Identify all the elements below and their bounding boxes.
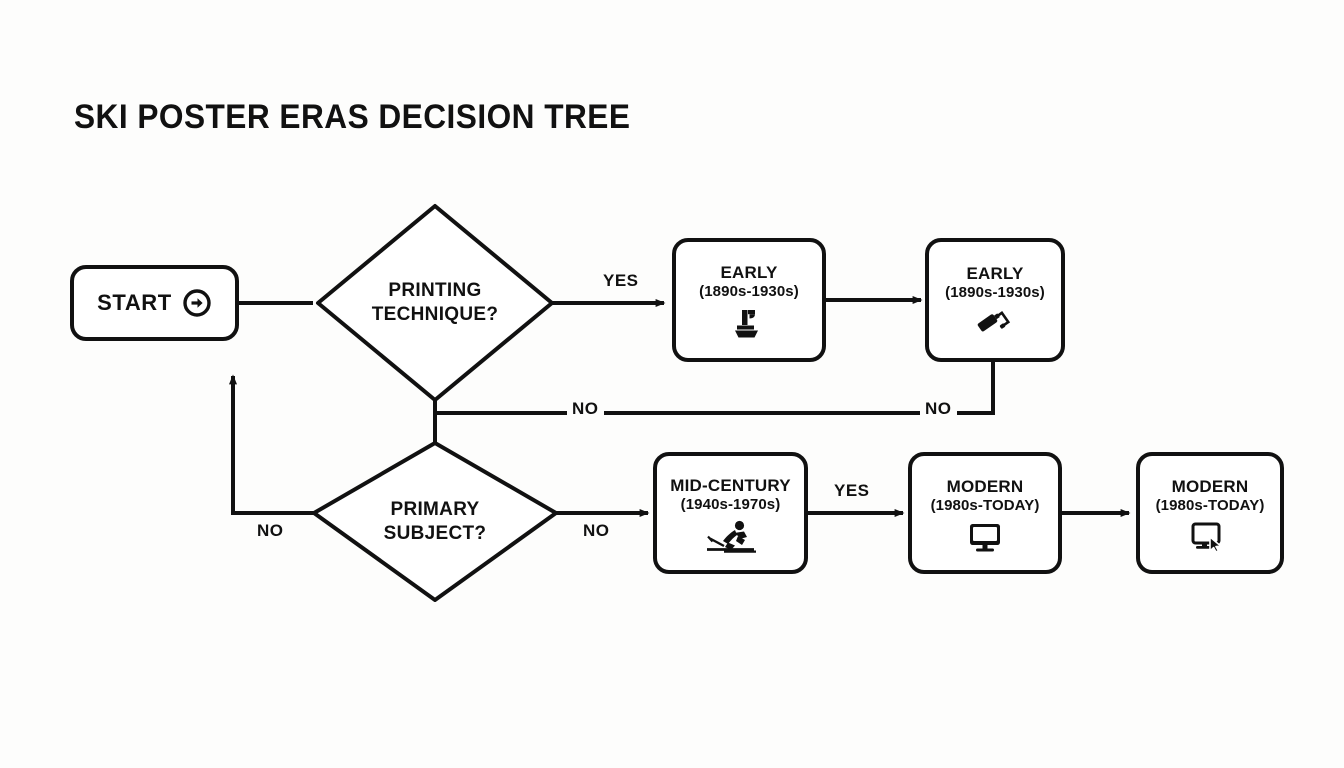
node-early-roller-subtitle: (1890s-1930s) bbox=[945, 283, 1045, 301]
node-mid-century-title: MID-CENTURY bbox=[670, 475, 791, 495]
node-modern-cursor-title: MODERN bbox=[1171, 476, 1249, 496]
printing-press-icon bbox=[731, 307, 767, 341]
node-modern-monitor-subtitle: (1980s-TODAY) bbox=[930, 496, 1040, 514]
decision-primary-subject[interactable]: PRIMARY SUBJECT? bbox=[314, 443, 556, 600]
start-label: START bbox=[97, 290, 172, 315]
node-modern-monitor-title: MODERN bbox=[946, 476, 1024, 496]
node-modern-cursor-subtitle: (1980s-TODAY) bbox=[1155, 496, 1265, 514]
edge-label-early-no: NO bbox=[920, 399, 957, 419]
node-mid-century-subtitle: (1940s-1970s) bbox=[680, 495, 781, 513]
node-early-roller-title: EARLY bbox=[966, 263, 1024, 283]
node-early-press-subtitle: (1890s-1930s) bbox=[699, 282, 799, 300]
node-modern-cursor[interactable]: MODERN (1980s-TODAY) bbox=[1136, 452, 1284, 574]
monitor-cursor-icon bbox=[1191, 521, 1229, 553]
edge-label-midcentury-yes: YES bbox=[829, 481, 875, 501]
decision-primary-subject-label: PRIMARY SUBJECT? bbox=[314, 443, 556, 600]
start-node[interactable]: START bbox=[70, 265, 239, 341]
monitor-icon bbox=[967, 521, 1003, 553]
decision-printing-line2: TECHNIQUE? bbox=[371, 304, 499, 325]
decision-printing-technique-label: PRINTING TECHNIQUE? bbox=[318, 206, 552, 400]
decision-printing-technique[interactable]: PRINTING TECHNIQUE? bbox=[318, 206, 552, 400]
node-early-roller[interactable]: EARLY (1890s-1930s) bbox=[925, 238, 1065, 362]
node-mid-century[interactable]: MID-CENTURY (1940s-1970s) bbox=[653, 452, 808, 574]
decision-subject-line2: SUBJECT? bbox=[383, 522, 487, 544]
decision-subject-line1: PRIMARY bbox=[390, 498, 480, 520]
edge-label-subject-no: NO bbox=[578, 521, 615, 541]
skier-icon bbox=[704, 520, 758, 554]
node-modern-monitor[interactable]: MODERN (1980s-TODAY) bbox=[908, 452, 1062, 574]
edge-subject-no-loop-to-start bbox=[229, 374, 314, 515]
edge-label-printing-yes: YES bbox=[598, 271, 644, 291]
paint-roller-icon bbox=[976, 308, 1014, 340]
edge-label-printing-no: NO bbox=[567, 399, 604, 419]
edge-label-subject-no-loop: NO bbox=[252, 521, 289, 541]
circle-arrow-right-icon bbox=[182, 288, 212, 318]
node-early-press-title: EARLY bbox=[720, 262, 778, 282]
decision-printing-line1: PRINTING bbox=[388, 280, 482, 302]
node-early-press[interactable]: EARLY (1890s-1930s) bbox=[672, 238, 826, 362]
page-title: SKI POSTER ERAS DECISION TREE bbox=[74, 98, 631, 136]
